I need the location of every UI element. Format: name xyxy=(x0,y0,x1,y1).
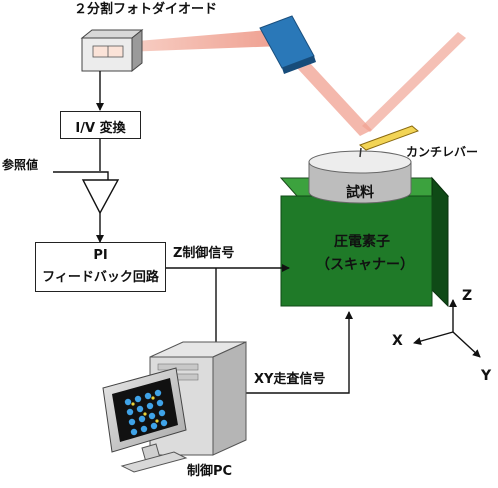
photodiode-sensor-icon xyxy=(80,28,144,73)
laser-beams xyxy=(125,30,466,136)
scanner-label: （スキャナー） xyxy=(316,257,414,273)
mirror-icon xyxy=(259,15,316,74)
laser-beam-incoming xyxy=(362,32,466,132)
piezo-label: 圧電素子 xyxy=(334,234,390,250)
reference-label: 参照値 xyxy=(2,158,39,172)
axis-x-label: X xyxy=(392,333,403,349)
pi-label: PI xyxy=(93,248,108,263)
z-signal-label: Z制御信号 xyxy=(173,246,235,261)
iv-converter-label: I/V 変換 xyxy=(75,121,126,136)
cantilever-label: カンチレバー xyxy=(406,145,479,159)
laser-beam-reflected xyxy=(285,48,372,136)
axis-z-label: Z xyxy=(462,288,473,304)
xyz-axes-icon xyxy=(413,299,481,358)
feedback-circuit-label: フィードバック回路 xyxy=(42,270,159,285)
laser-beam-to-detector xyxy=(125,30,282,52)
control-pc-label: 制御PC xyxy=(187,464,233,479)
xy-signal-label: XY走査信号 xyxy=(254,372,326,387)
cantilever-icon xyxy=(359,125,419,158)
sample-disk xyxy=(308,150,412,204)
photodiode-label: ２分割フォトダイオード xyxy=(74,2,218,17)
axis-y-label: Y xyxy=(481,368,492,384)
iv-converter-box: I/V 変換 xyxy=(60,111,141,139)
pi-feedback-box: PI フィードバック回路 xyxy=(35,242,166,292)
sample-label: 試料 xyxy=(346,185,374,201)
comparator-triangle-icon xyxy=(81,179,120,215)
desktop-computer-icon xyxy=(102,341,247,473)
